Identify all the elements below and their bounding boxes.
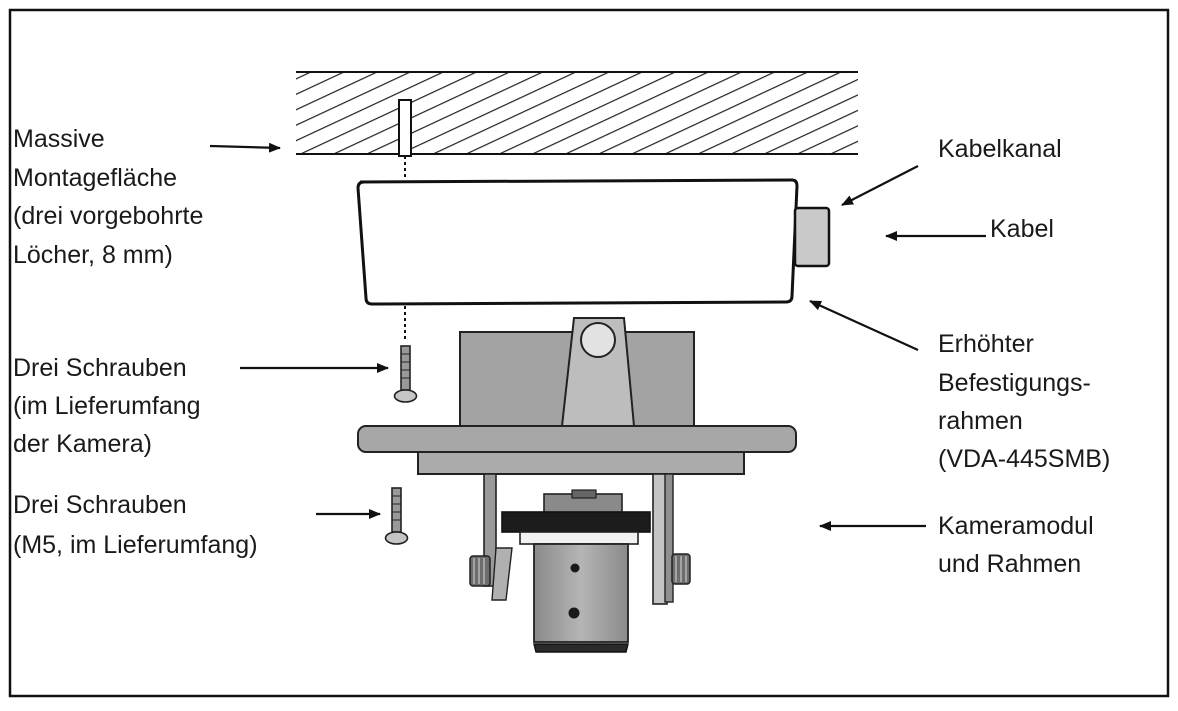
drill-hole <box>398 99 412 157</box>
label-line: Befestigungs- <box>938 369 1091 397</box>
label-line: rahmen <box>938 407 1023 435</box>
label-line: Kabelkanal <box>938 135 1062 163</box>
label-line: Löcher, 8 mm) <box>13 241 173 269</box>
label-line: Erhöhter <box>938 330 1034 358</box>
label-line: Drei Schrauben <box>13 354 187 382</box>
label-line: und Rahmen <box>938 550 1081 578</box>
mounting-surface <box>296 71 858 180</box>
outer-frame <box>8 8 1170 698</box>
label-line: Massive <box>13 125 105 153</box>
arrow-cable-channel <box>841 165 919 206</box>
arrow-raised-frame <box>809 299 919 352</box>
screw-camera <box>393 345 418 403</box>
label-cable: Kabel <box>990 215 1054 243</box>
label-cable-channel: Kabelkanal <box>938 135 1062 163</box>
screw-m5 <box>384 487 409 545</box>
arrows <box>209 142 986 531</box>
label-line: (im Lieferumfang <box>13 392 201 420</box>
label-line: Montagefläche <box>13 164 177 192</box>
label-line: Kameramodul <box>938 512 1094 540</box>
camera-module <box>469 473 691 653</box>
raised-mounting-box <box>356 178 831 306</box>
arrow-mounting-surface <box>209 142 281 153</box>
base-plate <box>357 425 797 475</box>
label-camera-module: Kameramodul und Rahmen <box>938 512 1094 578</box>
label-line: (drei vorgebohrte <box>13 202 203 230</box>
label-line: der Kamera) <box>13 430 152 458</box>
label-screws-camera: Drei Schrauben (im Lieferumfang der Kame… <box>13 354 201 458</box>
label-mounting-surface: Massive Montagefläche (drei vorgebohrte … <box>13 125 203 269</box>
label-line: (M5, im Lieferumfang) <box>13 531 258 559</box>
label-line: (VDA-445SMB) <box>938 445 1110 473</box>
label-screws-m5: Drei Schrauben (M5, im Lieferumfang) <box>13 491 258 559</box>
cable-port <box>793 206 831 268</box>
label-line: Kabel <box>990 215 1054 243</box>
label-raised-frame: Erhöhter Befestigungs- rahmen (VDA-445SM… <box>938 330 1110 473</box>
label-line: Drei Schrauben <box>13 491 187 519</box>
camera-bracket <box>459 317 695 427</box>
